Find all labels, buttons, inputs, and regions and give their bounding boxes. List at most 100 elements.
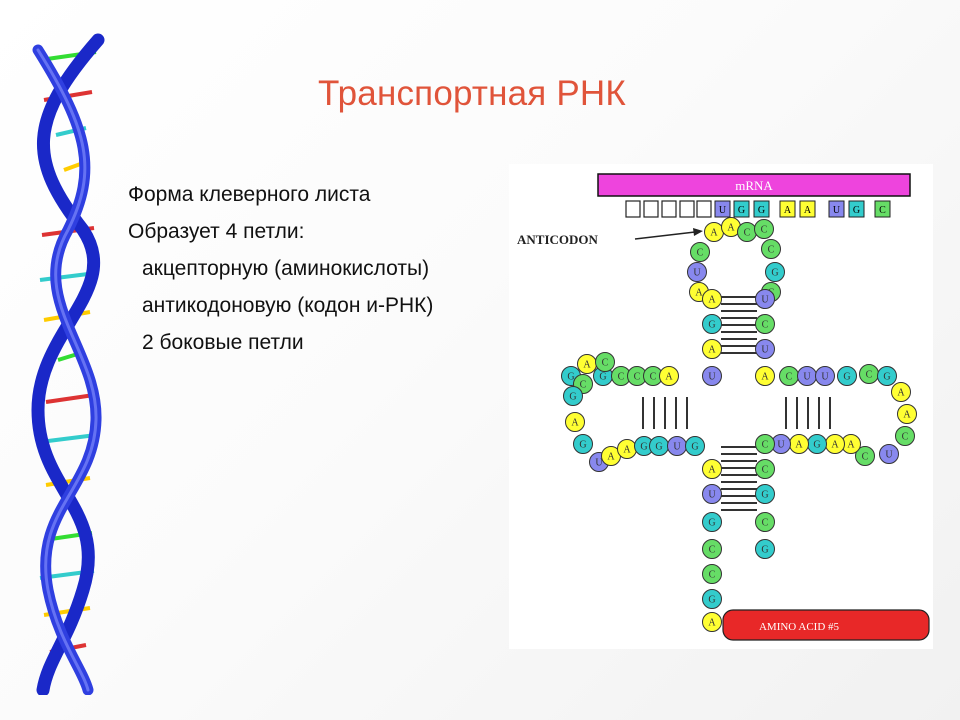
nucleotide-chain: AACCCCUGACAUGCAUUAGCCCAACGCGAGUAAGGUGCUU… bbox=[561, 217, 917, 632]
nucleotide-A bbox=[702, 339, 722, 359]
nucleotide-letter: C bbox=[709, 545, 716, 556]
nucleotide-letter: A bbox=[665, 372, 673, 383]
nucleotide-letter: A bbox=[695, 288, 703, 299]
nucleotide-letter: C bbox=[762, 320, 769, 331]
nucleotide-letter: U bbox=[777, 440, 785, 451]
nucleotide-A bbox=[897, 404, 917, 424]
nucleotide-C bbox=[755, 512, 775, 532]
nucleotide-letter: G bbox=[813, 440, 820, 451]
nucleotide-letter: A bbox=[831, 440, 839, 451]
nucleotide-A bbox=[702, 289, 722, 309]
nucleotide-G bbox=[837, 366, 857, 386]
nucleotide-letter: A bbox=[710, 228, 718, 239]
codon-box bbox=[753, 200, 770, 218]
nucleotide-C bbox=[702, 539, 722, 559]
nucleotide-letter: C bbox=[862, 452, 869, 463]
nucleotide-letter: G bbox=[579, 440, 586, 451]
nucleotide-letter: A bbox=[708, 345, 716, 356]
codon-letter: U bbox=[719, 205, 727, 216]
nucleotide-letter: C bbox=[602, 358, 609, 369]
codon-box bbox=[848, 200, 865, 218]
nucleotide-letter: C bbox=[744, 228, 751, 239]
amino-acid-bar bbox=[722, 609, 930, 641]
nucleotide-A bbox=[565, 412, 585, 432]
codon-box bbox=[714, 200, 731, 218]
nucleotide-letter: A bbox=[708, 465, 716, 476]
nucleotide-C bbox=[761, 239, 781, 259]
nucleotide-letter: G bbox=[843, 372, 850, 383]
nucleotide-letter: U bbox=[821, 372, 829, 383]
nucleotide-letter: A bbox=[623, 445, 631, 456]
codon-letter: G bbox=[853, 205, 860, 216]
nucleotide-letter: G bbox=[569, 392, 576, 403]
nucleotide-U bbox=[755, 339, 775, 359]
anticodon-label: ANTICODON bbox=[517, 232, 599, 247]
nucleotide-letter: A bbox=[897, 388, 905, 399]
nucleotide-letter: A bbox=[571, 418, 579, 429]
nucleotide-letter: G bbox=[567, 372, 574, 383]
codon-letter: G bbox=[758, 205, 765, 216]
nucleotide-letter: G bbox=[761, 490, 768, 501]
nucleotide-letter: U bbox=[595, 458, 603, 469]
bullet-subitem: акцепторную (аминокислоты) bbox=[142, 257, 430, 280]
nucleotide-letter: G bbox=[708, 320, 715, 331]
nucleotide-G bbox=[685, 436, 705, 456]
mrna-empty-boxes bbox=[625, 200, 712, 218]
nucleotide-A bbox=[891, 382, 911, 402]
slide-title: Транспортная РНК bbox=[318, 74, 626, 113]
nucleotide-letter: G bbox=[771, 268, 778, 279]
nucleotide-letter: C bbox=[786, 372, 793, 383]
nucleotide-letter: A bbox=[607, 452, 615, 463]
nucleotide-U bbox=[755, 289, 775, 309]
nucleotide-letter: U bbox=[693, 268, 701, 279]
nucleotide-C bbox=[754, 219, 774, 239]
nucleotide-U bbox=[687, 262, 707, 282]
nucleotide-letter: G bbox=[883, 372, 890, 383]
mrna-bar bbox=[597, 173, 911, 197]
nucleotide-C bbox=[702, 564, 722, 584]
codon-box bbox=[733, 200, 750, 218]
nucleotide-letter: C bbox=[650, 372, 657, 383]
nucleotide-letter: U bbox=[803, 372, 811, 383]
nucleotide-G bbox=[702, 512, 722, 532]
nucleotide-G bbox=[755, 539, 775, 559]
arrow-icon bbox=[693, 228, 703, 236]
nucleotide-G bbox=[702, 314, 722, 334]
nucleotide-A bbox=[702, 612, 722, 632]
nucleotide-letter: U bbox=[885, 450, 893, 461]
mrna-label: mRNA bbox=[735, 178, 773, 193]
nucleotide-letter: A bbox=[708, 295, 716, 306]
nucleotide-letter: A bbox=[761, 372, 769, 383]
nucleotide-C bbox=[690, 242, 710, 262]
nucleotide-C bbox=[595, 352, 615, 372]
bullet-list: Форма клеверного листа Образует 4 петли:… bbox=[128, 176, 433, 361]
nucleotide-letter: C bbox=[634, 372, 641, 383]
nucleotide-letter: G bbox=[708, 518, 715, 529]
nucleotide-letter: A bbox=[708, 618, 716, 629]
nucleotide-letter: U bbox=[673, 442, 681, 453]
nucleotide-G bbox=[563, 386, 583, 406]
nucleotide-letter: G bbox=[761, 545, 768, 556]
nucleotide-letter: C bbox=[697, 248, 704, 259]
nucleotide-letter: C bbox=[761, 225, 768, 236]
nucleotide-A bbox=[702, 459, 722, 479]
base-pair-lines bbox=[642, 296, 831, 511]
codon-letter: U bbox=[833, 205, 841, 216]
nucleotide-G bbox=[877, 366, 897, 386]
nucleotide-U bbox=[879, 444, 899, 464]
nucleotide-letter: C bbox=[580, 380, 587, 391]
nucleotide-G bbox=[573, 434, 593, 454]
nucleotide-U bbox=[815, 366, 835, 386]
codon-letter: C bbox=[879, 205, 886, 216]
nucleotide-letter: U bbox=[708, 372, 716, 383]
nucleotide-C bbox=[855, 446, 875, 466]
amino-acid-label: AMINO ACID #5 bbox=[759, 621, 840, 633]
nucleotide-letter: C bbox=[768, 245, 775, 256]
nucleotide-letter: G bbox=[691, 442, 698, 453]
codon-letter: G bbox=[738, 205, 745, 216]
nucleotide-letter: C bbox=[762, 465, 769, 476]
nucleotide-letter: A bbox=[847, 440, 855, 451]
nucleotide-letter: U bbox=[761, 295, 769, 306]
nucleotide-A bbox=[755, 366, 775, 386]
